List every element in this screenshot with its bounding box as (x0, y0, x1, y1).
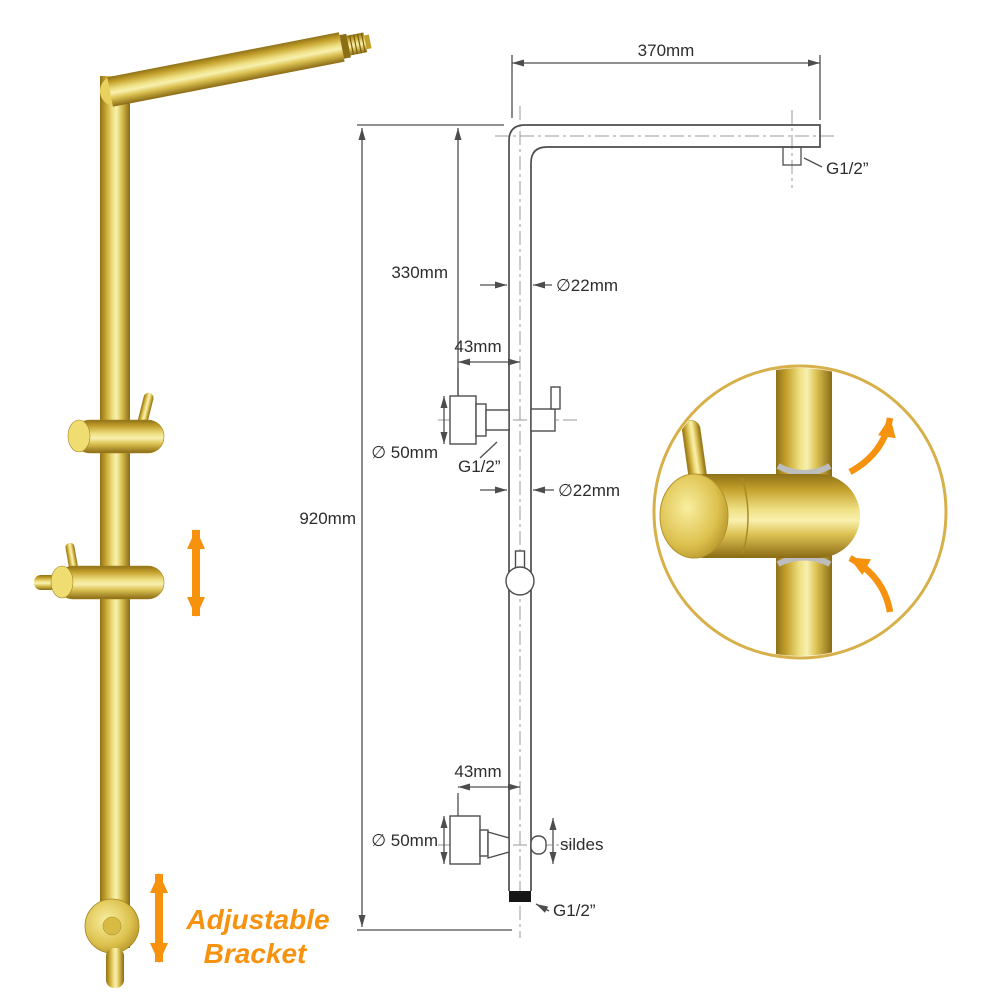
bottom-bracket (84, 898, 140, 988)
inset-bracket-seam (741, 477, 749, 555)
holder-pin (550, 386, 561, 410)
adjustable-bracket-label-line2: Bracket (204, 938, 308, 969)
thread-top-label: G1/2” (826, 159, 869, 178)
bracket-arm (485, 409, 510, 431)
inset-bracket-face (659, 473, 729, 559)
middle-bracket-cap (50, 565, 74, 599)
dim-arm-length-label: 370mm (638, 41, 695, 60)
dimension-drawing: 370mm G1/2” 330mm 920mm ∅22mm 43mm (299, 41, 869, 938)
wall-plate (449, 815, 481, 865)
pipe-outline (508, 124, 821, 891)
pipe-dia-upper-label: ∅22mm (556, 276, 618, 295)
thread-mid-label: G1/2” (458, 457, 501, 476)
diverter-pin (514, 550, 526, 570)
dim-920-label: 920mm (299, 509, 356, 528)
clamp-gap-top (776, 463, 832, 476)
bracket-dia-upper-label: ∅ 50mm (371, 443, 438, 462)
holder-body (530, 408, 556, 432)
top-thread-fitting (782, 146, 802, 166)
rail-arm (107, 32, 372, 107)
rotate-arrow-icon (848, 555, 894, 613)
pipe-dia-mid-label: ∅22mm (558, 481, 620, 500)
bottom-thread-fitting (509, 891, 531, 902)
dim-330-label: 330mm (391, 263, 448, 282)
plate-neck (475, 403, 487, 437)
upper-bracket-pin (137, 392, 154, 427)
leader-line (479, 441, 498, 459)
rail-bottom-tip (106, 948, 124, 988)
middle-bracket-pin (65, 542, 78, 570)
slides-label: sildes (560, 835, 603, 854)
upper-bracket-cap (67, 419, 91, 453)
adjustable-bracket-label-line1: Adjustable (185, 904, 329, 935)
leader-line (803, 157, 823, 168)
upper-bracket (67, 392, 165, 454)
bracket-depth-upper-label: 43mm (454, 337, 501, 356)
zoom-inset (652, 364, 948, 660)
wall-plate (449, 395, 477, 445)
thread-collar (339, 33, 351, 59)
thread-tip (363, 34, 372, 50)
bracket-dia-lower-label: ∅ 50mm (371, 831, 438, 850)
cone-connector (487, 831, 510, 859)
middle-bracket (34, 542, 165, 600)
plate-neck (479, 829, 489, 857)
rail-arm-bar (107, 32, 345, 107)
product-render: Adjustable Bracket (34, 32, 372, 988)
inset-content (659, 368, 896, 656)
upper-bracket-drawing (449, 386, 561, 445)
diverter-body (505, 566, 535, 596)
rail-vertical-bar (100, 76, 130, 948)
rotate-arrow-icon (848, 417, 896, 475)
diverter-circle (505, 550, 535, 596)
thread-ridges (349, 32, 366, 55)
lower-bracket-drawing (449, 815, 547, 865)
bottom-bracket-hub (102, 916, 122, 936)
bracket-depth-lower-label: 43mm (454, 762, 501, 781)
holder-knob (530, 835, 547, 855)
leader-line (535, 903, 550, 913)
thread-bottom-label: G1/2” (553, 901, 596, 920)
